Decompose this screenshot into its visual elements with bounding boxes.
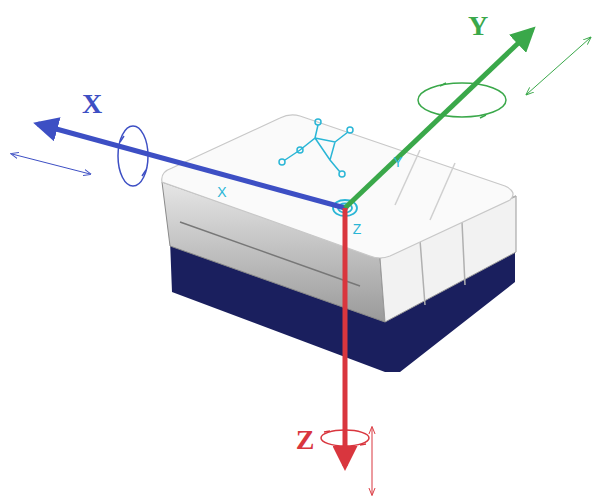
y-axis (345, 30, 532, 208)
top-seams (395, 150, 455, 220)
x-rotation (118, 126, 148, 186)
axis-label: Z (296, 426, 315, 454)
printed-axis-label: X (217, 185, 226, 199)
z-rotation-ticks (324, 431, 366, 445)
z-axis (343, 208, 348, 466)
axis-label: X (82, 90, 102, 118)
y-rotation (418, 83, 506, 117)
x-translation (12, 154, 90, 174)
printed-axis-label: Y (393, 155, 402, 169)
y-rotation-ticks (440, 83, 486, 118)
printed-axis-label: Z (353, 222, 362, 236)
z-rotation (321, 430, 369, 446)
x-axis (38, 124, 345, 208)
z-translation (372, 428, 373, 494)
device-top (162, 115, 513, 258)
logo (279, 119, 353, 177)
axis-label: Y (468, 12, 488, 40)
y-translation (527, 38, 590, 94)
x-rotation-ticks (120, 136, 146, 176)
